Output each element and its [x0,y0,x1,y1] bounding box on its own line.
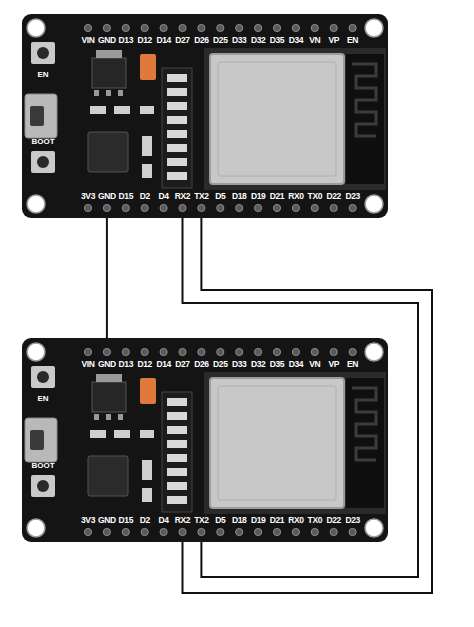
pin-label: D22 [326,192,340,201]
pin-label: D33 [232,36,246,45]
pin-label: TX0 [308,516,322,525]
pin-label: 3V3 [81,516,95,525]
pin-label: D15 [119,192,133,201]
pin-label: D13 [119,360,133,369]
pin-label: TX0 [308,192,322,201]
pin-label: D35 [270,360,284,369]
pin-label: VP [328,36,339,45]
pin-label: RX0 [288,516,303,525]
pin-label: D34 [289,360,303,369]
pin-label: GND [98,192,116,201]
pin-label: D14 [156,36,170,45]
pin-label: RX0 [288,192,303,201]
pin-label: D4 [159,516,169,525]
pin-label: D2 [140,516,150,525]
button-label: EN [37,71,48,79]
button-label: EN [37,395,48,403]
pin-label: GND [98,36,116,45]
pin-label: 3V3 [81,192,95,201]
pin-label: D19 [251,516,265,525]
pin-label: VIN [82,36,95,45]
pin-label: D12 [137,360,151,369]
jumper-wire [183,218,419,577]
pin-label: D12 [137,36,151,45]
pin-label: RX2 [175,192,190,201]
pin-label: D32 [251,36,265,45]
button-label: BOOT [31,462,54,470]
pin-label: D27 [175,36,189,45]
pin-label: VP [328,360,339,369]
jumper-wire [106,218,108,338]
esp32-board: EN BOOT [22,338,388,542]
pin-label: D34 [289,36,303,45]
pin-label: D15 [119,516,133,525]
pin-label: TX2 [194,516,208,525]
pin-label: D18 [232,516,246,525]
jumper-wire [183,218,433,593]
pin-label: D26 [194,36,208,45]
pin-label: D35 [270,36,284,45]
pin-label: VIN [82,360,95,369]
pin-label: EN [347,36,358,45]
pin-label: EN [347,360,358,369]
pin-label: RX2 [175,516,190,525]
pin-label: D22 [326,516,340,525]
pin-label: D5 [215,516,225,525]
pin-label: D4 [159,192,169,201]
pin-label: D21 [270,192,284,201]
pin-label: D14 [156,360,170,369]
pin-label: D18 [232,192,246,201]
pin-label: D27 [175,360,189,369]
pin-label: D26 [194,360,208,369]
pin-label: GND [98,516,116,525]
pin-label: D21 [270,516,284,525]
pin-label: D5 [215,192,225,201]
pin-label: VN [309,36,320,45]
pin-label: D25 [213,360,227,369]
pin-label: D19 [251,192,265,201]
pin-label: D33 [232,360,246,369]
pin-label: D32 [251,360,265,369]
pin-label: D23 [345,192,359,201]
button-label: BOOT [31,138,54,146]
pin-label: D23 [345,516,359,525]
pin-label: VN [309,360,320,369]
pin-label: D13 [119,36,133,45]
pin-label: GND [98,360,116,369]
pin-label: D2 [140,192,150,201]
esp32-board: EN BOOT [22,14,388,218]
pin-label: D25 [213,36,227,45]
pin-label: TX2 [194,192,208,201]
